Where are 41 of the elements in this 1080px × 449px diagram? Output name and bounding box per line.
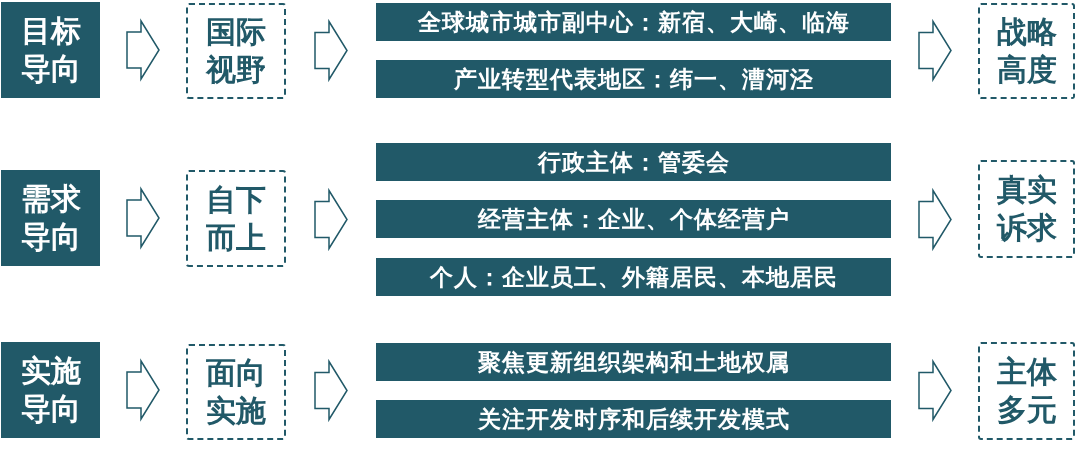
approach-box (186, 170, 286, 267)
category-label: 目标导向 (19, 13, 82, 87)
item-text: 个人：企业员工、外籍居民、本地居民 (428, 263, 839, 292)
item-bar (376, 143, 891, 181)
outcome-box (978, 342, 1075, 440)
outcome-box (978, 3, 1075, 99)
item-text: 经营主体：企业、个体经营户 (476, 205, 791, 234)
outcome-label: 战略高度 (995, 14, 1058, 88)
item-text: 产业转型代表地区：纬一、漕河泾 (452, 65, 815, 94)
category-label: 需求导向 (19, 181, 82, 255)
outcome-box (978, 160, 1075, 258)
approach-box (186, 3, 286, 99)
category-box (1, 342, 100, 438)
approach-label: 自下而上 (205, 181, 267, 256)
outcome-label: 主体多元 (995, 354, 1058, 428)
item-text: 关注开发时序和后续开发模式 (476, 405, 791, 434)
item-text: 聚焦更新组织架构和土地权属 (476, 348, 791, 377)
hollow-arrow (314, 187, 348, 252)
item-text: 行政主体：管委会 (536, 148, 731, 177)
approach-label: 面向实施 (205, 355, 267, 429)
hollow-arrow (918, 187, 952, 252)
hollow-arrow (918, 358, 952, 423)
hollow-arrow (126, 358, 160, 422)
category-label: 实施导向 (19, 353, 82, 427)
approach-label: 国际视野 (204, 14, 267, 88)
outcome-label: 真实诉求 (995, 172, 1058, 246)
item-bar (376, 258, 891, 296)
category-box (1, 2, 100, 98)
item-text: 全球城市城市副中心：新宿、大崎、临海 (416, 8, 851, 37)
item-bar (376, 200, 891, 238)
hollow-arrow (314, 358, 348, 423)
category-box (1, 170, 100, 266)
approach-box (186, 344, 286, 440)
item-bar (376, 343, 891, 381)
hollow-arrow (126, 186, 160, 250)
item-bar (376, 400, 891, 438)
hollow-arrow (126, 18, 160, 82)
hollow-arrow (314, 18, 348, 83)
hollow-arrow (918, 18, 952, 83)
item-bar (376, 3, 891, 41)
item-bar (376, 60, 891, 98)
